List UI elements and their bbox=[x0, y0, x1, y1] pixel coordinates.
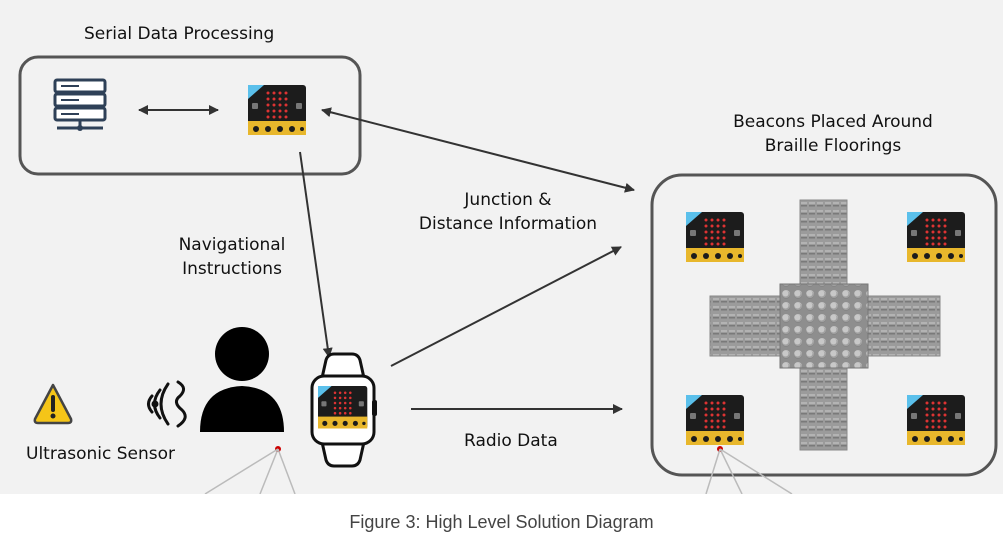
microbit-beacon-arrow bbox=[321, 107, 635, 193]
beacons-title-line2: Braille Floorings bbox=[764, 136, 902, 156]
beacons-title-line1: Beacons Placed Around bbox=[733, 112, 933, 132]
braille-flooring bbox=[709, 199, 941, 451]
serial-processing-title: Serial Data Processing bbox=[84, 24, 275, 44]
junction-label: Junction & Distance Information bbox=[410, 188, 606, 236]
radio-data-label: Radio Data bbox=[464, 431, 558, 451]
navigation-label-line1: Navigational bbox=[178, 235, 286, 255]
beacons-title: Beacons Placed Around Braille Floorings bbox=[720, 110, 946, 158]
diagram-canvas: Serial Data Processing Beacons Placed Ar… bbox=[0, 0, 1003, 494]
person-icon bbox=[200, 327, 284, 432]
person-range-lines bbox=[204, 448, 296, 494]
junction-label-line1: Junction & bbox=[464, 190, 552, 210]
navigation-label: Navigational Instructions bbox=[165, 233, 299, 281]
navigation-label-line2: Instructions bbox=[182, 259, 282, 279]
smartwatch-icon bbox=[310, 352, 377, 468]
warning-icon bbox=[33, 383, 73, 425]
beacon-area-box bbox=[650, 173, 998, 477]
beacon-microbit-top-right bbox=[907, 212, 965, 262]
junction-label-line2: Distance Information bbox=[418, 214, 598, 234]
diagram-svg bbox=[18, 55, 998, 494]
beacon-range-lines bbox=[705, 448, 793, 494]
navigation-arrow bbox=[299, 151, 333, 358]
beacon-microbit-bottom-left bbox=[686, 395, 744, 445]
sound-waves-icon bbox=[147, 380, 187, 428]
ultrasonic-sensor-label: Ultrasonic Sensor bbox=[26, 444, 176, 464]
figure-caption: Figure 3: High Level Solution Diagram bbox=[349, 512, 654, 532]
microbit-serial-icon bbox=[248, 85, 306, 135]
beacon-microbit-bottom-right bbox=[907, 395, 965, 445]
server-icon bbox=[53, 78, 107, 131]
junction-arrow bbox=[390, 246, 622, 367]
beacon-microbit-top-left bbox=[686, 212, 744, 262]
